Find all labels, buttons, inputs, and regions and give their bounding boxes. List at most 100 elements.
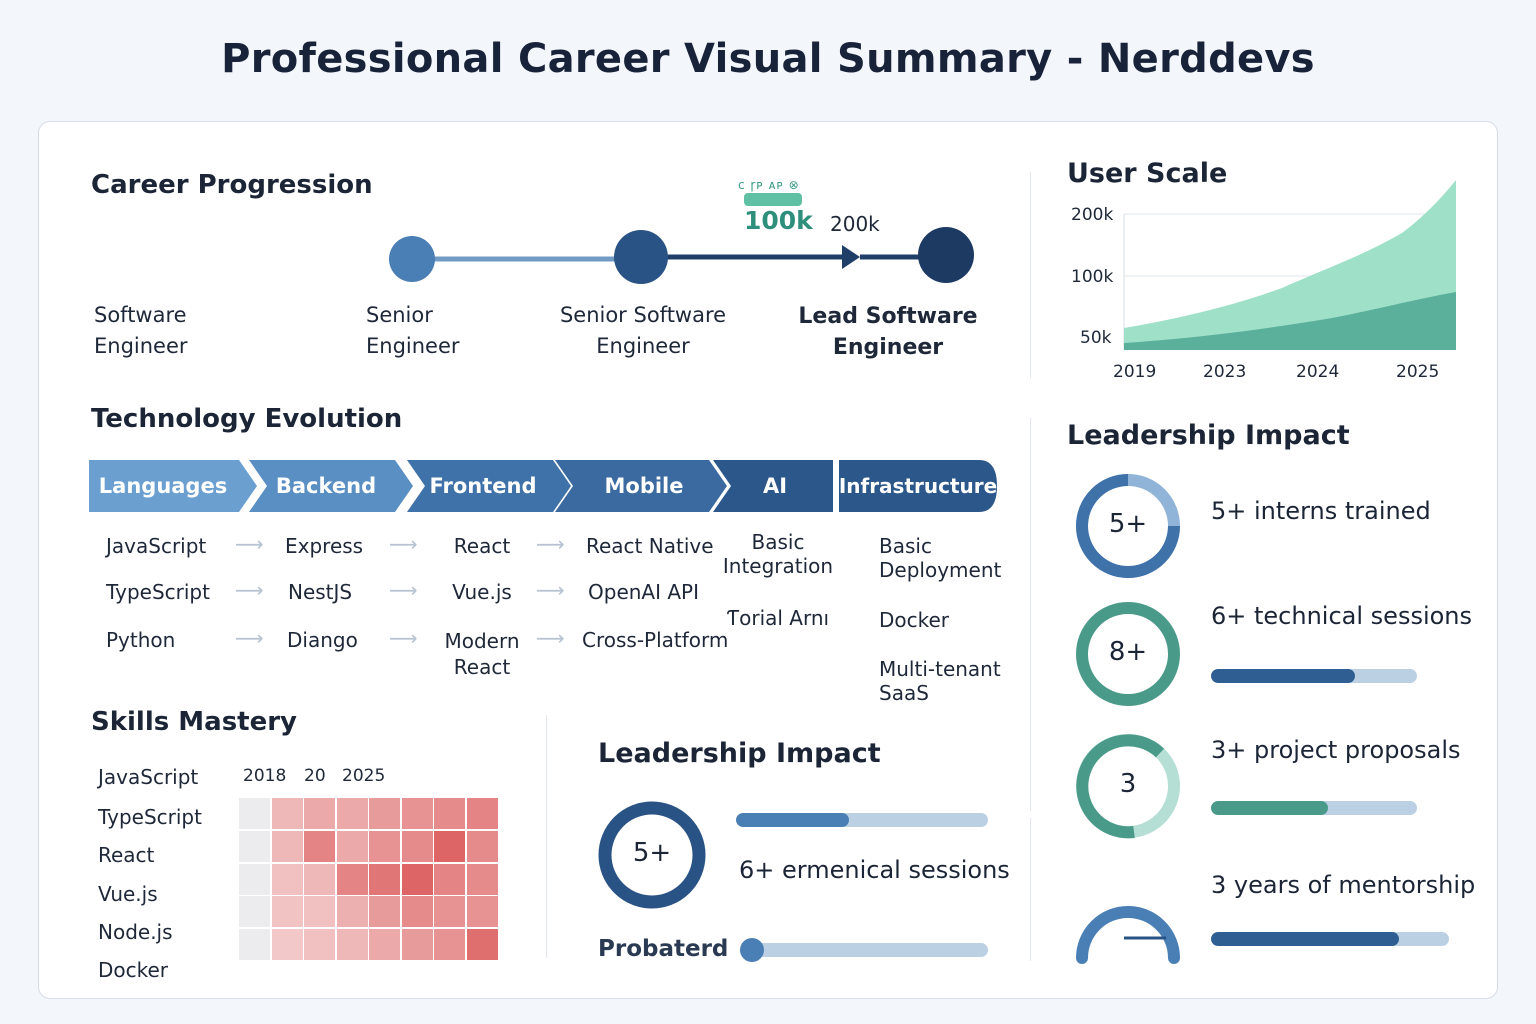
ring-proposals-value: 3	[1119, 769, 1137, 799]
year-label: 2025	[342, 766, 386, 786]
x-tick: 2023	[1203, 362, 1247, 382]
heatmap-cell	[239, 896, 271, 929]
impact-interns: 5+ interns trained	[1211, 497, 1431, 525]
career-heading: Career Progression	[91, 170, 373, 200]
heatmap-cell	[369, 896, 401, 929]
leadership-mid-footer: Probaterd	[598, 936, 729, 962]
arrow-icon: ⟶	[389, 578, 418, 602]
chevron-backend	[249, 460, 413, 512]
skill-label: Docker	[98, 958, 169, 982]
heatmap-cell	[401, 798, 434, 830]
tech-nestjs: NestJS	[288, 580, 353, 604]
heatmap-cell	[239, 830, 271, 863]
tech-basic-deployment: Basic Deployment	[879, 534, 1002, 582]
tab-infrastructure[interactable]: Infrastructure	[838, 474, 998, 498]
chevron-frontend	[407, 460, 571, 512]
heatmap-cell	[369, 830, 401, 863]
chevron-ai	[713, 460, 833, 512]
divider	[1030, 172, 1031, 378]
heatmap-cell	[271, 863, 304, 896]
heatmap-cell	[434, 863, 466, 896]
skill-label: Vue.js	[98, 882, 158, 906]
heatmap-cell	[336, 830, 369, 863]
ring-interns	[1076, 474, 1180, 578]
summary-panel	[38, 121, 1498, 999]
heatmap-cell	[369, 929, 401, 962]
tab-mobile[interactable]: Mobile	[604, 474, 684, 498]
heatmap-cell	[369, 863, 401, 896]
heatmap-cell	[239, 863, 271, 896]
heatmap-cell	[271, 798, 304, 830]
tech-django: Diango	[287, 628, 358, 652]
heatmap-cell	[271, 830, 304, 863]
arrow-icon: ⟶	[536, 578, 565, 602]
x-tick: 2019	[1113, 362, 1157, 382]
tech-multi-tenant-saas: Multi-tenant SaaS	[879, 657, 1001, 705]
tab-languages[interactable]: Languages	[98, 474, 228, 498]
skills-heatmap	[239, 798, 499, 962]
ring-sessions	[1076, 602, 1180, 706]
chevron-infrastructure	[839, 460, 997, 512]
heatmap-cell	[434, 896, 466, 929]
tech-react: React	[453, 534, 511, 558]
arrow-icon: ⟶	[389, 626, 418, 650]
heatmap-cell	[466, 929, 499, 962]
heatmap-cell	[466, 896, 499, 929]
tech-basic-integration: Basic Integration	[722, 530, 834, 578]
leadership-mid-sessions: 6+ ermenical sessions	[739, 856, 1010, 884]
tab-frontend[interactable]: Frontend	[429, 474, 537, 498]
heatmap-cell	[336, 929, 369, 962]
heatmap-cell	[336, 798, 369, 830]
skills-heading: Skills Mastery	[91, 707, 298, 737]
career-node-lead	[918, 227, 974, 283]
chevron-mobile	[555, 460, 727, 512]
leadership-mid-bar-2	[742, 943, 988, 957]
tech-cross-platform: Cross-Platform	[582, 628, 729, 652]
x-tick: 2025	[1396, 362, 1440, 382]
user-scale-area-outer	[1124, 180, 1456, 350]
heatmap-cell	[271, 896, 304, 929]
heatmap-cell	[239, 798, 271, 830]
impact-proposals-bar	[1211, 801, 1417, 815]
heatmap-cell	[369, 798, 401, 830]
impact-sessions: 6+ technical sessions	[1211, 602, 1473, 630]
ring-proposals	[1076, 734, 1180, 839]
skill-label: Node.js	[98, 920, 173, 944]
heatmap-cell	[401, 830, 434, 863]
heatmap-cell	[434, 929, 466, 962]
tech-chevron-bar	[89, 460, 997, 512]
ring-sessions-value: 8+	[1108, 637, 1148, 667]
milestone-badge	[744, 193, 802, 206]
milestone-badge-label: ϲ ɼᴘ ᴀᴘ ⊗	[738, 178, 800, 192]
year-label: 2018	[243, 766, 287, 786]
tab-backend[interactable]: Backend	[275, 474, 377, 498]
y-tick: 100k	[1071, 267, 1114, 287]
skill-label: JavaScript	[98, 765, 199, 789]
heatmap-cell	[466, 863, 499, 896]
heatmap-cell	[466, 798, 499, 830]
heatmap-cell	[401, 929, 434, 962]
impact-mentorship-bar	[1211, 932, 1449, 946]
tech-react-native: React Native	[586, 534, 714, 558]
heatmap-cell	[304, 863, 336, 896]
arrow-icon: ⟶	[536, 532, 565, 556]
tech-openai-api: OpenAI API	[588, 580, 699, 604]
career-node-senior	[389, 236, 435, 282]
milestone-value-2: 200k	[830, 212, 880, 236]
skill-label: TypeScript	[98, 805, 202, 829]
leadership-mid-ring-value: 5+	[632, 838, 672, 868]
y-tick: 50k	[1080, 328, 1112, 348]
tech-express: Express	[285, 534, 364, 558]
heatmap-cell	[304, 896, 336, 929]
chevron-languages	[89, 460, 257, 512]
tech-modern-react: Modern React	[444, 629, 520, 679]
leadership-right-heading: Leadership Impact	[1067, 420, 1350, 451]
skill-label: React	[98, 843, 155, 867]
divider	[1030, 818, 1031, 961]
tab-ai[interactable]: AI	[762, 474, 788, 498]
heatmap-cell	[336, 896, 369, 929]
tech-javascript: JavaScript	[106, 534, 207, 558]
page-title: Professional Career Visual Summary - Ner…	[221, 36, 1315, 82]
